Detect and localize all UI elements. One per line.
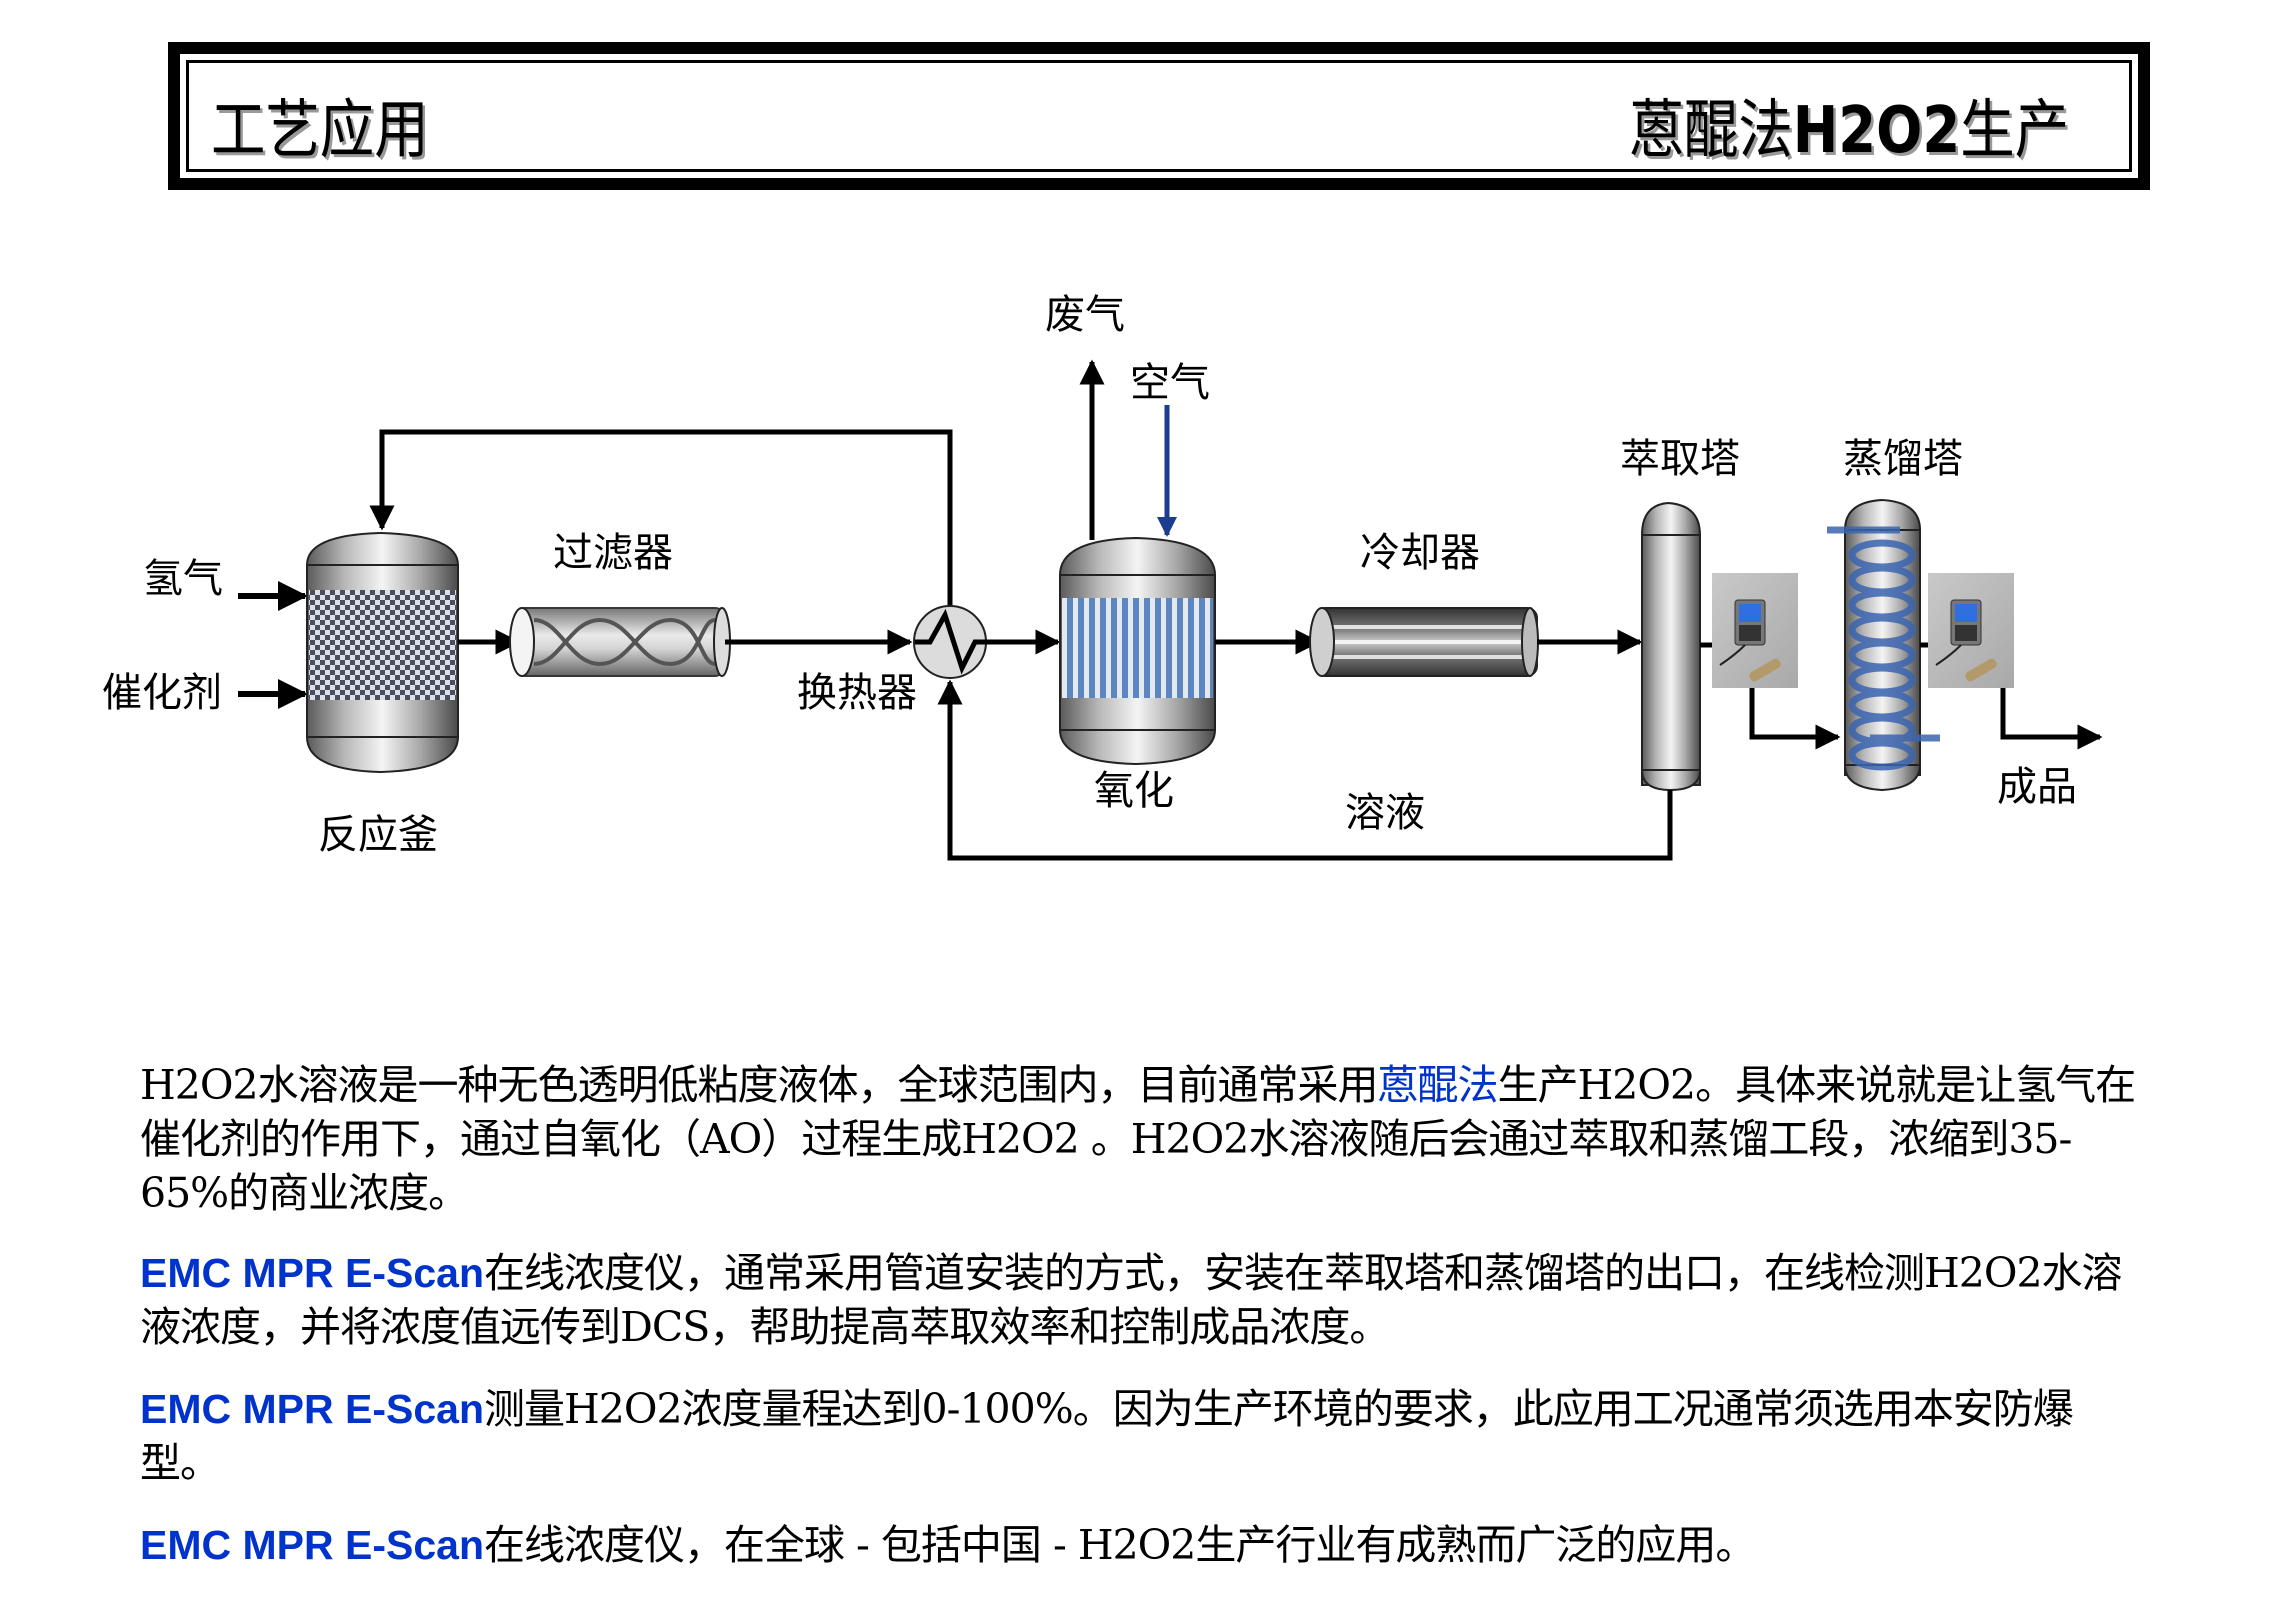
anthraquinone-link[interactable]: 蒽醌法 bbox=[1377, 1061, 1499, 1109]
range-text: 测量H2O2浓度量程达到0-100%。因为生产环境的要求，此应用工况通常须选用本… bbox=[140, 1385, 2074, 1487]
label-air: 空气 bbox=[1130, 360, 1210, 406]
brand-name: EMC MPR E-Scan bbox=[140, 1522, 484, 1568]
label-distillation-tower: 蒸馏塔 bbox=[1843, 436, 1963, 482]
header-right-formula: H2O2 bbox=[1792, 94, 1961, 168]
label-exhaust: 废气 bbox=[1045, 292, 1125, 338]
cooler-vessel bbox=[1309, 607, 1539, 677]
paragraph-global: EMC MPR E-Scan在线浓度仪，在全球 - 包括中国 - H2O2生产行… bbox=[140, 1518, 2140, 1572]
distillation-tower bbox=[1827, 498, 1940, 792]
label-heat-exchanger: 换热器 bbox=[797, 670, 917, 716]
filter-vessel bbox=[509, 607, 731, 677]
label-catalyst: 催化剂 bbox=[102, 670, 222, 716]
label-cooler: 冷却器 bbox=[1360, 530, 1480, 576]
label-reactor: 反应釜 bbox=[318, 812, 438, 858]
reactor-vessel bbox=[305, 531, 460, 774]
brand-name: EMC MPR E-Scan bbox=[140, 1250, 484, 1296]
solution-return-line bbox=[937, 679, 1673, 861]
label-extraction-tower: 萃取塔 bbox=[1620, 436, 1740, 482]
label-solution: 溶液 bbox=[1345, 790, 1425, 836]
paragraph-intro: H2O2水溶液是一种无色透明低粘度液体，全球范围内，目前通常采用蒽醌法生产H2O… bbox=[140, 1058, 2140, 1220]
header-left-title: 工艺应用 bbox=[211, 94, 429, 168]
paragraph-range: EMC MPR E-Scan测量H2O2浓度量程达到0-100%。因为生产环境的… bbox=[140, 1382, 2140, 1490]
intro-text-2: 生产H2O2。具体来说就是让氢气在催化剂的作用下，通过自氧化（AO）过程生成H2… bbox=[140, 1061, 2136, 1217]
oxidizer-vessel bbox=[1058, 536, 1217, 766]
header-right-prefix: 蒽醌法 bbox=[1629, 94, 1793, 168]
label-filter: 过滤器 bbox=[553, 530, 673, 576]
recycle-line-top bbox=[369, 429, 953, 620]
description-text: H2O2水溶液是一种无色透明低粘度液体，全球范围内，目前通常采用蒽醌法生产H2O… bbox=[140, 1058, 2140, 1600]
header-right-suffix: 生产 bbox=[1960, 94, 2069, 168]
header-right-title: 蒽醌法H2O2生产 bbox=[1630, 79, 2069, 171]
header-box: 工艺应用 蒽醌法H2O2生产 bbox=[186, 60, 2132, 172]
label-product: 成品 bbox=[1997, 764, 2077, 810]
distillation-coil bbox=[1827, 526, 1940, 771]
brand-name: EMC MPR E-Scan bbox=[140, 1386, 484, 1432]
header-inner: 工艺应用 蒽醌法H2O2生产 bbox=[180, 54, 2138, 178]
label-oxidation: 氧化 bbox=[1094, 768, 1174, 814]
heat-exchanger-icon bbox=[913, 605, 987, 679]
intro-text-1: H2O2水溶液是一种无色透明低粘度液体，全球范围内，目前通常采用 bbox=[140, 1061, 1379, 1109]
paragraph-installation: EMC MPR E-Scan在线浓度仪，通常采用管道安装的方式，安装在萃取塔和蒸… bbox=[140, 1246, 2140, 1354]
sensor-to-distillation-line bbox=[1749, 688, 1841, 750]
global-text: 在线浓度仪，在全球 - 包括中国 - H2O2生产行业有成熟而广泛的应用。 bbox=[484, 1521, 1756, 1569]
concentration-sensor-1[interactable] bbox=[1712, 573, 1798, 688]
installation-text: 在线浓度仪，通常采用管道安装的方式，安装在萃取塔和蒸馏塔的出口，在线检测H2O2… bbox=[140, 1249, 2123, 1351]
product-line bbox=[2000, 688, 2103, 750]
process-flow-diagram: 氢气 催化剂 反应釜 过滤器 换热器 废气 空气 氧化 冷却器 溶液 萃取塔 蒸… bbox=[102, 292, 2103, 861]
concentration-sensor-2[interactable] bbox=[1928, 573, 2014, 688]
label-hydrogen: 氢气 bbox=[143, 556, 223, 602]
header-frame: 工艺应用 蒽醌法H2O2生产 bbox=[168, 42, 2150, 190]
extraction-tower bbox=[1640, 501, 1702, 792]
